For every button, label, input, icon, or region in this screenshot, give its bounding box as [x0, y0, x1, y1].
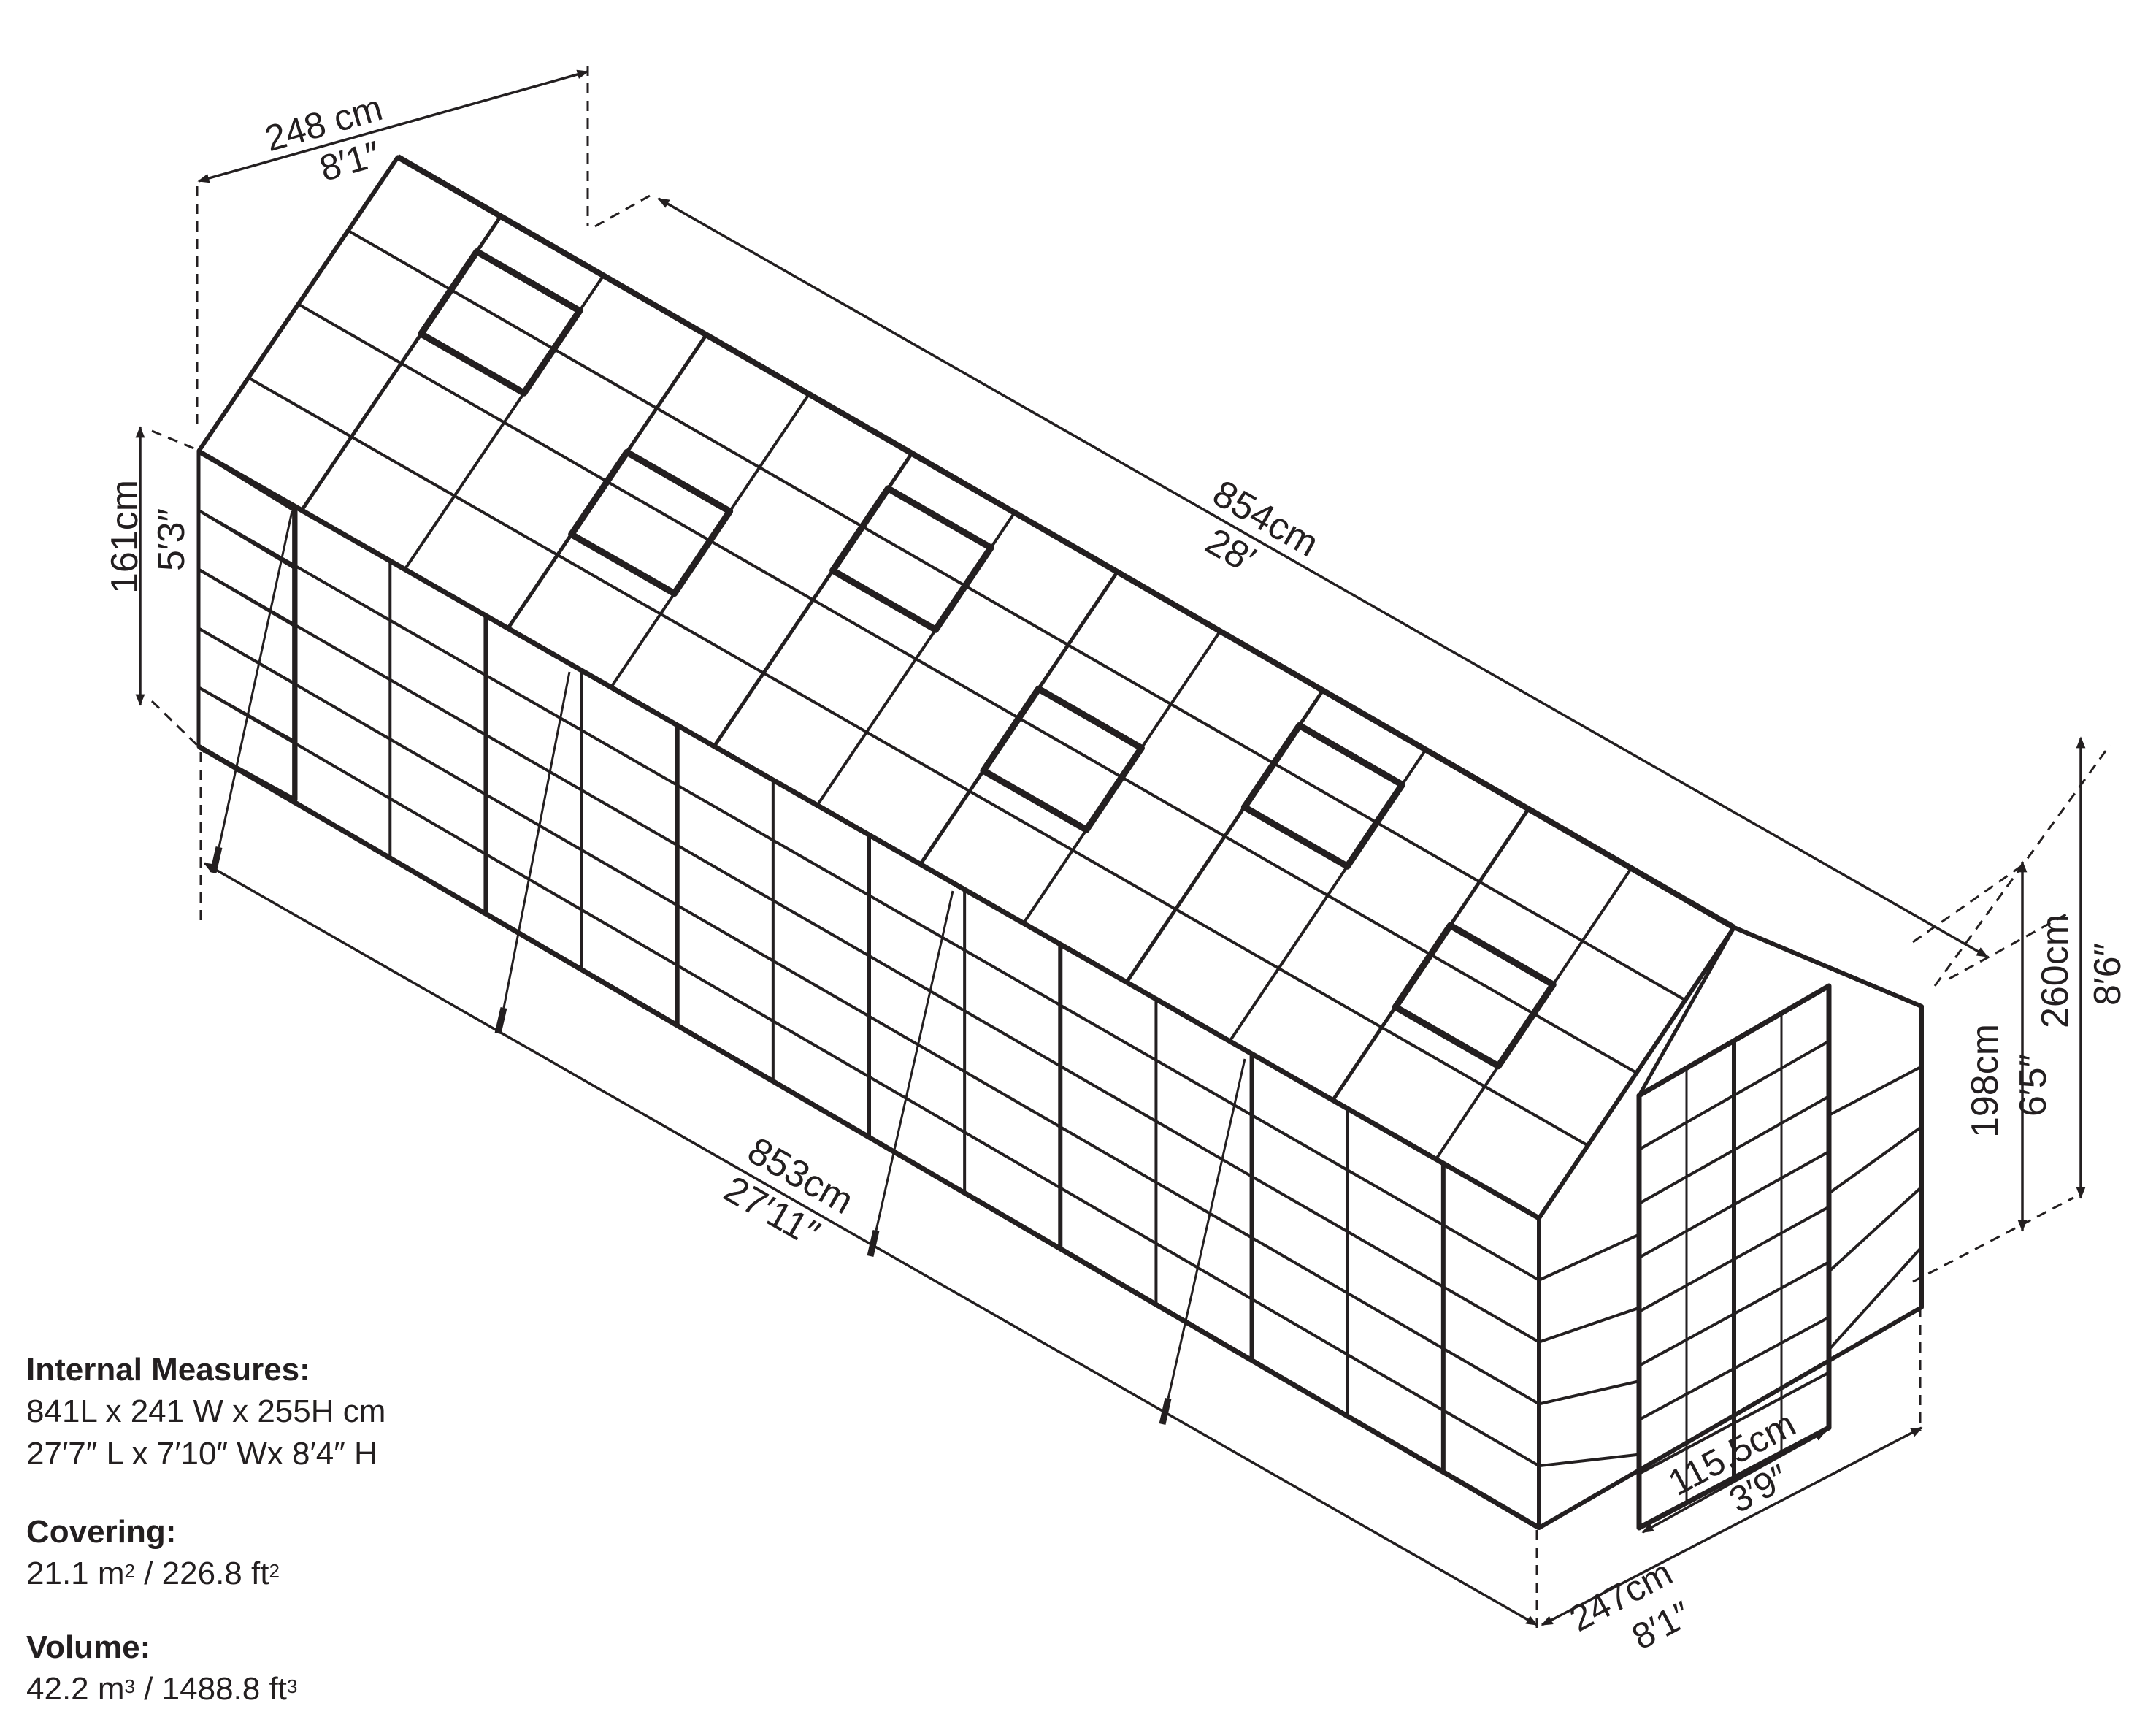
roof-vent-frame: [418, 248, 583, 397]
end-rail-right: [1827, 1185, 1923, 1273]
roof-width-arrow: [197, 69, 589, 183]
volume-heading: Volume:: [26, 1629, 151, 1665]
ground-anchor-stake: [494, 1006, 507, 1035]
specs-internal: Internal Measures: 841L x 241 W x 255H c…: [26, 1350, 385, 1475]
internal-measures-heading: Internal Measures:: [26, 1352, 310, 1388]
internal-measures-metric: 841L x 241 W x 255H cm: [26, 1393, 386, 1429]
end-rail-right: [1828, 1065, 1922, 1117]
front-width-arrow: [1541, 1426, 1923, 1626]
side-height-imperial-label: 5′3″: [150, 508, 193, 571]
door-height-cm-label: 198cm: [1964, 1024, 2006, 1138]
end-rail-left: [1538, 1306, 1640, 1344]
greenhouse-drawing: [196, 154, 1924, 1531]
left-end-wall: [196, 449, 298, 802]
specs-volume: Volume: 42.2 m3 / 1488.8 ft3: [26, 1627, 297, 1710]
internal-measures-imperial: 27′7″ L x 7′10″ Wx 8′4″ H: [26, 1436, 377, 1472]
end-rail-left: [1538, 1233, 1640, 1282]
side-height-cm-label: 161cm: [104, 480, 146, 594]
length-top-arrow: [657, 197, 1989, 958]
ground-anchor-cable: [218, 510, 294, 848]
length-bottom-arrow: [203, 862, 1538, 1626]
total-height-imperial-label: 8′6″: [2087, 943, 2129, 1006]
left-roof-edge: [196, 156, 400, 453]
volume-value: 42.2 m3 / 1488.8 ft3: [26, 1671, 298, 1707]
left-end-rail: [198, 627, 296, 686]
end-rail-right: [1827, 1125, 1923, 1195]
dimension-arrows: [135, 69, 2086, 1626]
left-end-rail: [197, 509, 297, 570]
end-rail-left: [1538, 1380, 1640, 1406]
covering-value: 21.1 m2 / 226.8 ft2: [26, 1556, 280, 1591]
covering-heading: Covering:: [26, 1514, 177, 1550]
door-height-imperial-label: 6′5″: [2012, 1054, 2055, 1117]
left-end-rail: [197, 567, 297, 628]
end-rail-right: [1827, 1246, 1923, 1351]
total-height-cm-label: 260cm: [2034, 914, 2076, 1028]
specs-covering: Covering: 21.1 m2 / 226.8 ft2: [26, 1512, 280, 1595]
right-end-wall: [1537, 925, 1924, 1530]
